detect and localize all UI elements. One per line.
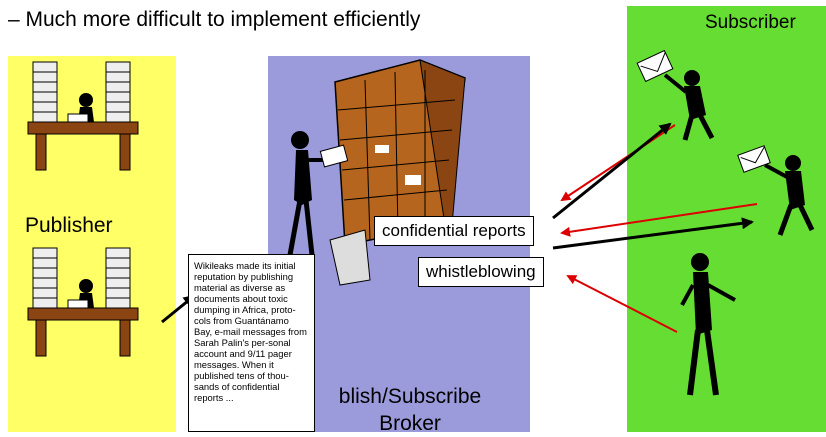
subscribe-arrow — [566, 275, 678, 333]
mailbox-shelf-icon — [329, 59, 466, 286]
person-with-letter-icon — [636, 49, 715, 141]
deliver-arrow — [552, 122, 672, 220]
person-with-letter-icon — [737, 145, 815, 236]
subscriber-label: Subscriber — [705, 12, 796, 33]
deliver-arrow — [552, 217, 754, 250]
publisher-label: Publisher — [25, 214, 113, 237]
subscribe-arrow — [560, 203, 758, 237]
broker-label-line2: Broker — [379, 412, 441, 435]
desk-with-papers-icon — [27, 247, 139, 357]
wikileaks-note: Wikileaks made its initial reputation by… — [188, 254, 315, 432]
broker-label: blish/Subscribe Broker — [300, 383, 520, 437]
bullet-text: – Much more difficult to implement effic… — [8, 8, 421, 31]
subscribe-arrow — [560, 124, 676, 202]
stick-figure-icon — [287, 131, 349, 256]
desk-with-papers-icon — [27, 61, 139, 171]
broker-label-line1: blish/Subscribe — [338, 385, 482, 408]
stick-figure-icon — [680, 253, 736, 396]
topic-whistleblowing: whistleblowing — [418, 257, 544, 287]
topic-confidential-reports: confidential reports — [374, 216, 534, 246]
